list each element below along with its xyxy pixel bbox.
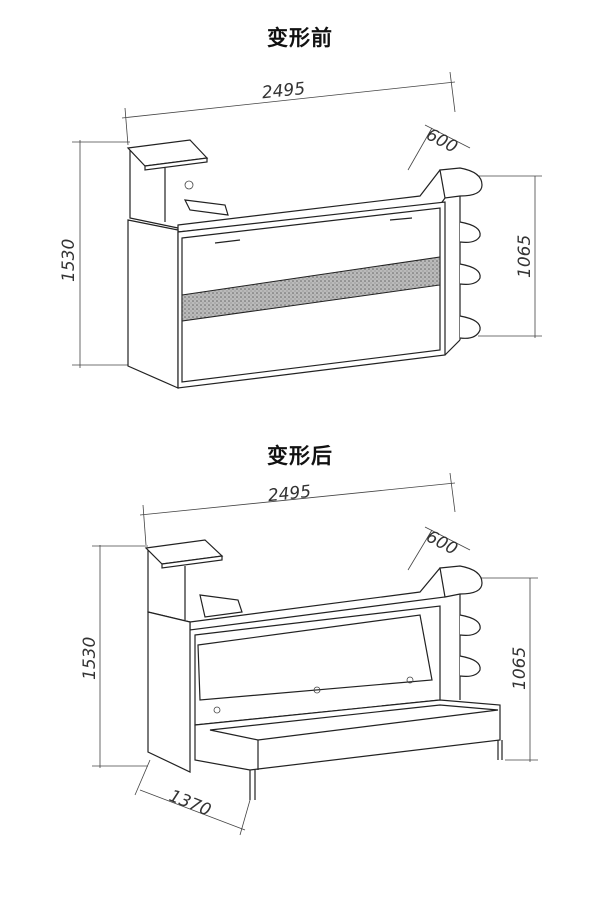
dimension-width-after: 2495 xyxy=(139,472,456,546)
dim-depth-label: 600 xyxy=(423,527,461,560)
dim-width-label: 2495 xyxy=(267,482,312,506)
dim-width-label: 2495 xyxy=(261,79,306,103)
dim-height-label: 1530 xyxy=(80,637,100,680)
dim-bed-extension-label: 1370 xyxy=(166,786,214,821)
left-tower xyxy=(144,539,243,623)
shelf-unit xyxy=(439,565,483,700)
dimension-width-before: 2495 xyxy=(121,71,456,146)
dimension-bed-extension: 1370 xyxy=(134,759,251,836)
dim-depth-label: 600 xyxy=(423,125,461,158)
dim-shelf-height-label: 1065 xyxy=(510,647,530,690)
dimension-height-before: 1530 xyxy=(59,140,130,368)
textured-band xyxy=(181,256,441,322)
dim-height-label: 1530 xyxy=(59,239,79,282)
handle-icon xyxy=(389,217,413,221)
shelf-unit xyxy=(439,167,483,356)
dimension-shelf-height-before: 1065 xyxy=(470,175,542,338)
title-after: 变形后 xyxy=(267,444,333,468)
title-before: 变形前 xyxy=(267,26,333,50)
fold-out-bed xyxy=(194,699,503,800)
dimension-height-after: 1530 xyxy=(80,545,148,768)
left-tower xyxy=(126,139,229,229)
dim-shelf-height-label: 1065 xyxy=(515,235,535,278)
cabinet-body xyxy=(127,169,461,389)
cabinet-body xyxy=(147,567,461,773)
drawing-after: 2495 1530 1065 600 1370 xyxy=(80,472,538,836)
dimension-depth-before: 600 xyxy=(407,124,471,171)
handle-icon xyxy=(214,239,241,244)
dimension-depth-after: 600 xyxy=(407,526,471,571)
drawing-before: 2495 1530 1065 600 xyxy=(59,71,542,389)
